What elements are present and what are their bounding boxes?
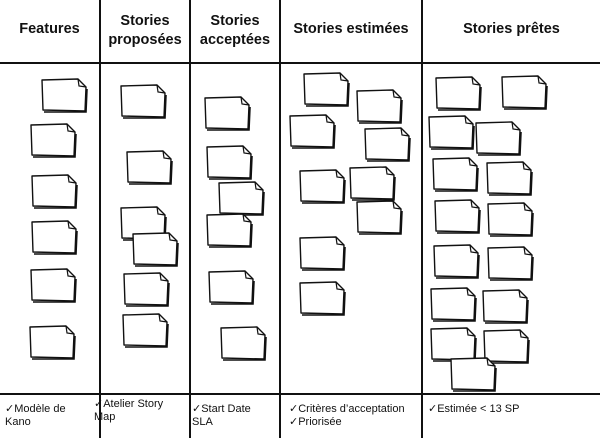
sticky-note-proposees — [126, 150, 173, 185]
sticky-note-acceptees — [218, 181, 265, 216]
sticky-note-acceptees — [206, 213, 253, 248]
sticky-note-estimees — [299, 169, 346, 204]
sticky-note-estimees — [289, 114, 336, 149]
sticky-note-estimees — [356, 200, 403, 235]
sticky-note-pretes — [487, 246, 534, 281]
sticky-note-pretes — [434, 199, 481, 234]
column-title-proposees: Stories proposées — [108, 13, 182, 48]
sticky-note-estimees — [364, 127, 411, 162]
column-title-pretes: Stories prêtes — [463, 21, 560, 37]
sticky-note-pretes — [433, 244, 480, 279]
sticky-note-estimees — [303, 72, 350, 107]
sticky-note-pretes — [430, 287, 477, 322]
sticky-note-estimees — [299, 281, 346, 316]
sticky-note-pretes — [432, 157, 479, 192]
column-divider — [99, 0, 101, 438]
sticky-note-acceptees — [208, 270, 255, 305]
sticky-note-features — [30, 268, 77, 303]
criteria-proposees: ✓Atelier Story Map — [94, 398, 164, 423]
column-divider — [421, 0, 423, 438]
sticky-note-proposees — [132, 232, 179, 267]
sticky-note-pretes — [483, 329, 530, 364]
criteria-divider — [0, 393, 600, 395]
sticky-note-acceptees — [220, 326, 267, 361]
sticky-note-proposees — [123, 272, 170, 307]
sticky-note-pretes — [487, 202, 534, 237]
criteria-acceptees: ✓Start Date SLA — [192, 403, 251, 428]
sticky-note-pretes — [428, 115, 475, 150]
sticky-note-pretes — [486, 161, 533, 196]
sticky-note-features — [29, 325, 76, 360]
sticky-note-features — [31, 220, 78, 255]
sticky-note-proposees — [120, 84, 167, 119]
sticky-note-features — [41, 78, 88, 113]
header-divider — [0, 62, 600, 64]
sticky-note-features — [30, 123, 77, 158]
sticky-note-pretes — [482, 289, 529, 324]
sticky-note-estimees — [349, 166, 396, 201]
sticky-note-pretes — [450, 357, 497, 392]
sticky-note-pretes — [501, 75, 548, 110]
sticky-note-pretes — [435, 76, 482, 111]
criteria-features: ✓Modèle de Kano — [5, 403, 66, 428]
sticky-note-acceptees — [206, 145, 253, 180]
column-title-estimees: Stories estimées — [293, 21, 409, 37]
sticky-note-pretes — [475, 121, 522, 156]
column-title-features: Features — [19, 21, 80, 37]
sticky-note-acceptees — [204, 96, 251, 131]
sticky-note-proposees — [122, 313, 169, 348]
sticky-note-estimees — [356, 89, 403, 124]
sticky-note-features — [31, 174, 78, 209]
criteria-estimees: ✓Critères d’acceptation ✓Priorisée — [289, 403, 405, 428]
criteria-pretes: ✓Estimée < 13 SP — [428, 403, 520, 415]
column-title-acceptees: Stories acceptées — [199, 13, 271, 48]
sticky-note-estimees — [299, 236, 346, 271]
sticky-note-pretes — [430, 327, 477, 362]
column-divider — [189, 0, 191, 438]
column-divider — [279, 0, 281, 438]
